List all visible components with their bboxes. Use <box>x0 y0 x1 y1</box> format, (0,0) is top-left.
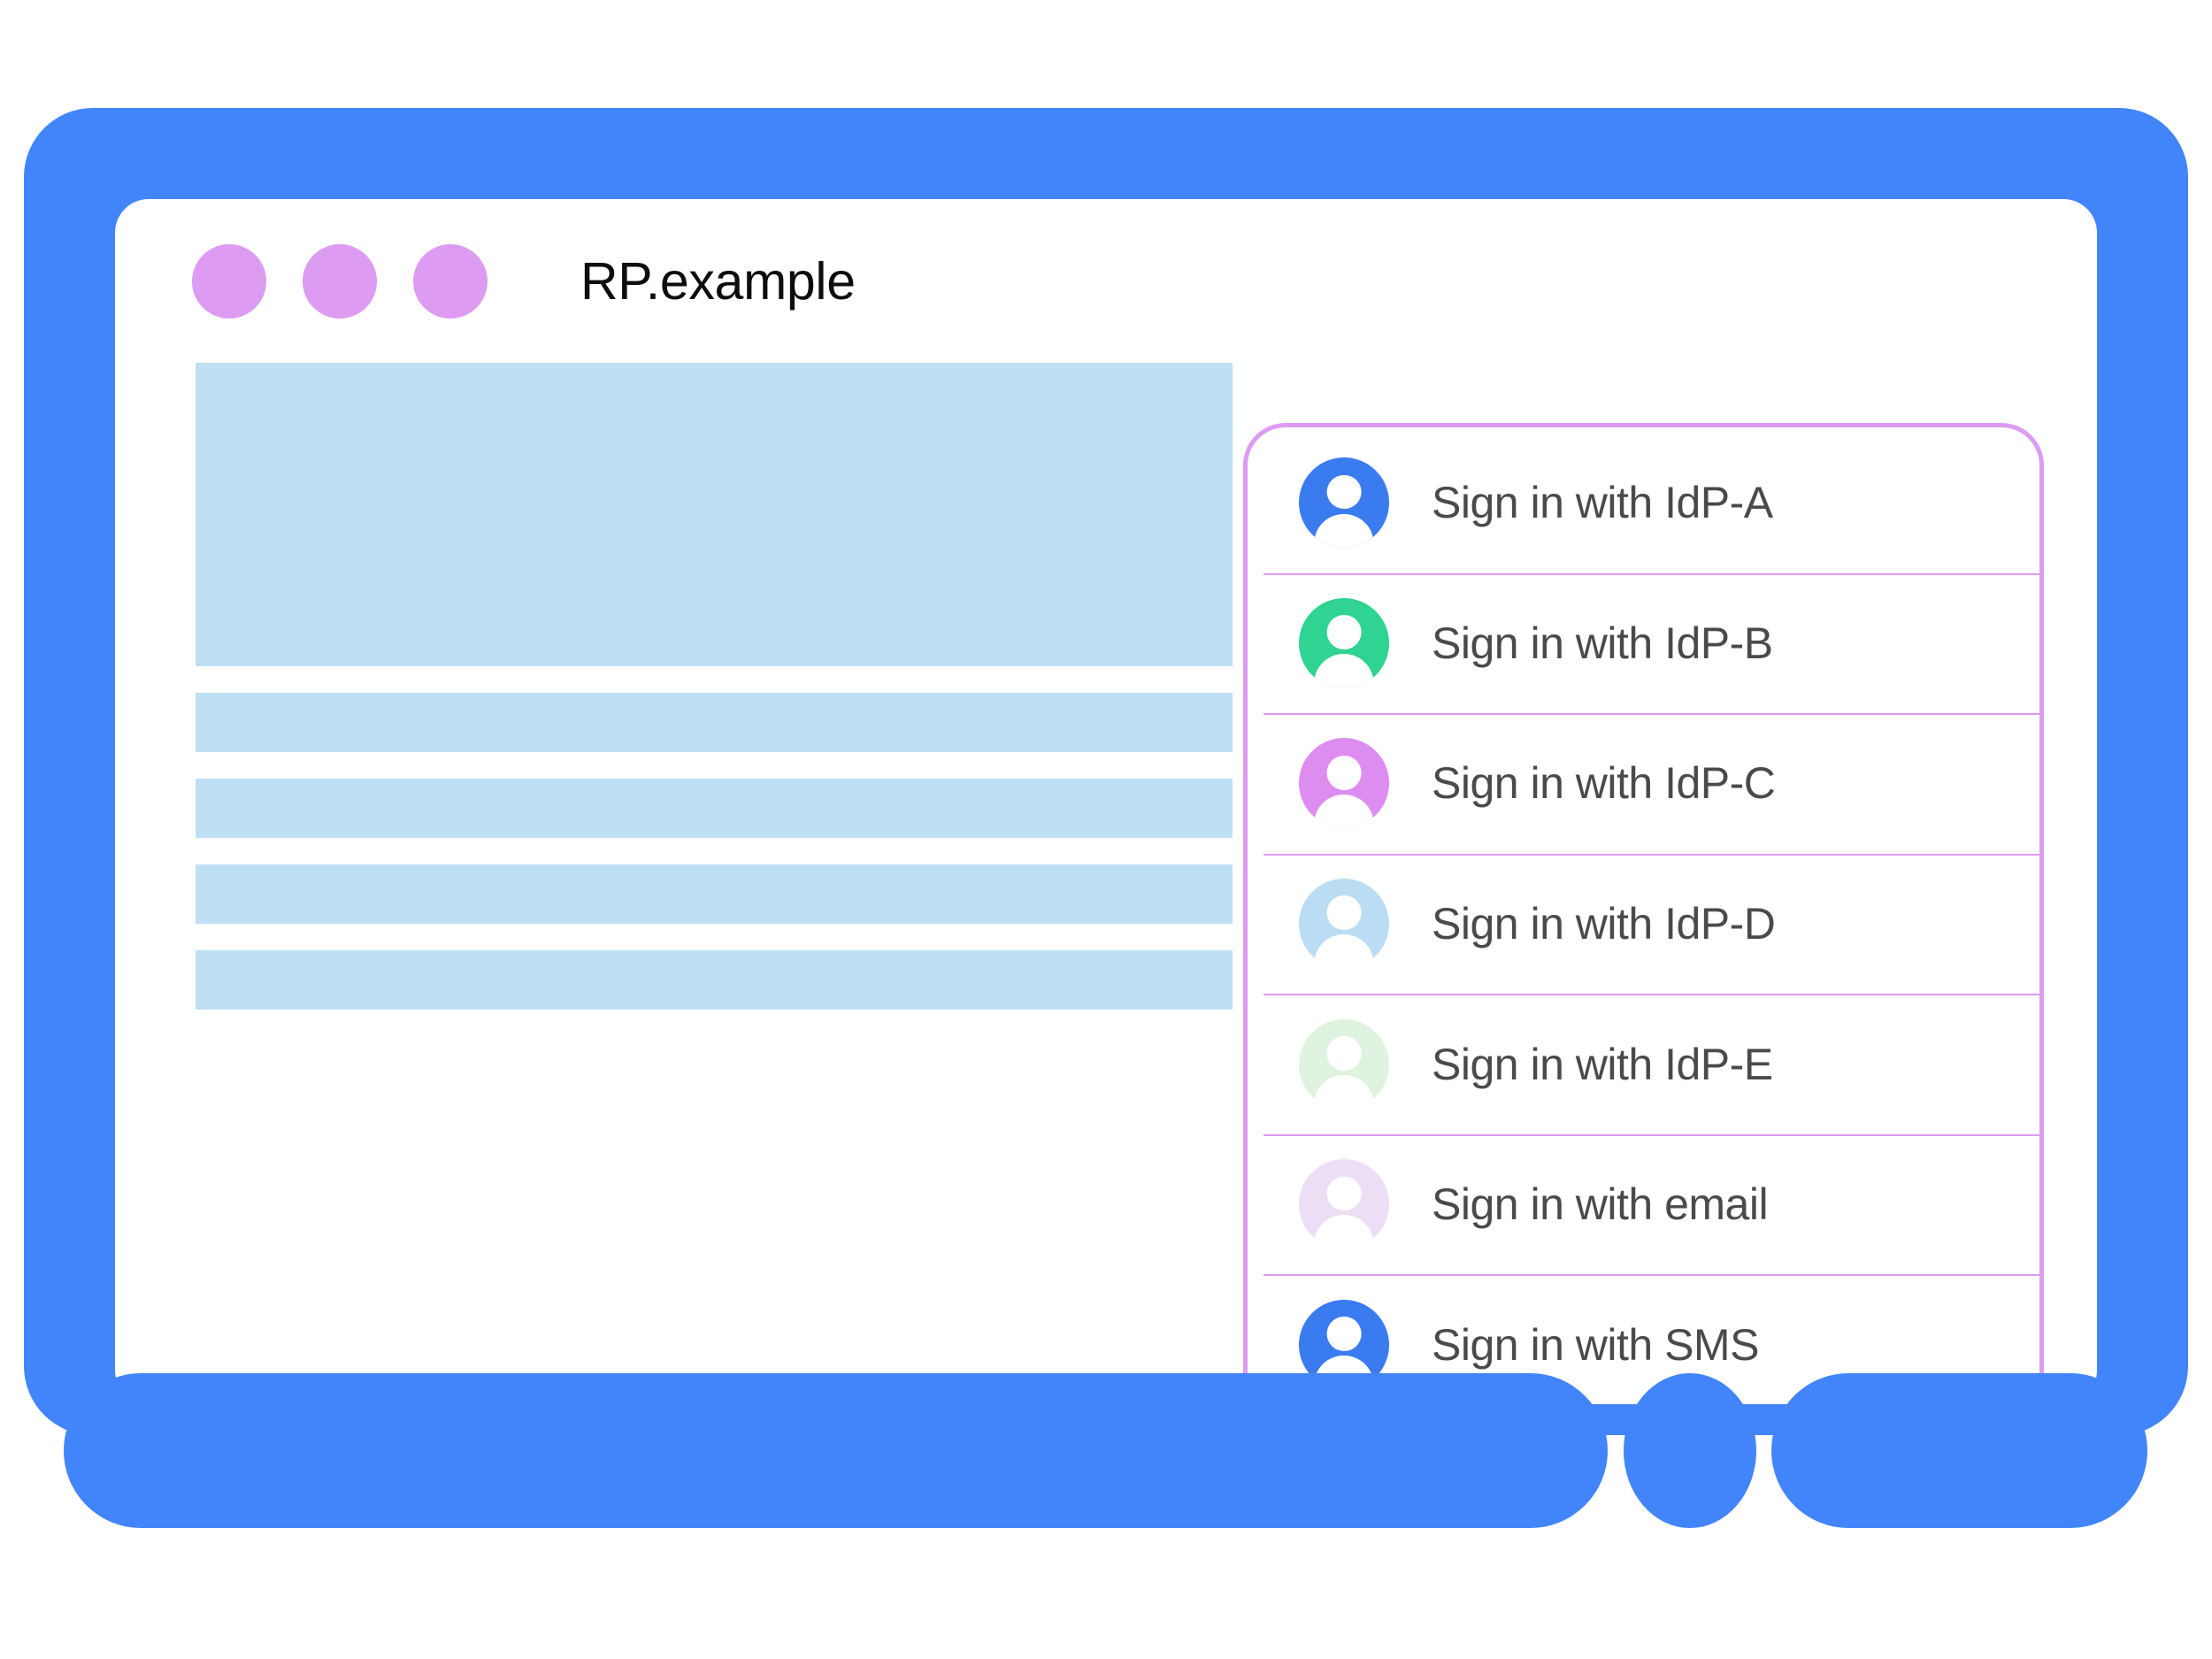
window-dot-3-icon[interactable] <box>413 243 488 319</box>
avatar-body-shape <box>1314 1215 1374 1250</box>
account-row[interactable]: Sign in with IdP-C <box>1248 713 2039 854</box>
page-content-placeholders <box>196 363 1233 1036</box>
home-button[interactable] <box>1624 1373 1756 1528</box>
text-line-placeholder-3 <box>196 864 1233 924</box>
window-dot-1-icon[interactable] <box>192 243 266 319</box>
account-avatar-icon <box>1299 738 1389 829</box>
account-label: Sign in with IdP-D <box>1432 899 1776 949</box>
avatar-head-shape <box>1326 615 1362 649</box>
avatar-body-shape <box>1314 654 1374 688</box>
avatar-body-shape <box>1314 513 1374 549</box>
account-row[interactable]: Sign in with IdP-D <box>1248 853 2039 995</box>
avatar-head-shape <box>1326 1176 1362 1211</box>
account-label: Sign in with IdP-A <box>1432 478 1773 528</box>
account-row[interactable]: Sign in with email <box>1248 1133 2039 1275</box>
account-row[interactable]: Sign in with IdP-E <box>1248 994 2039 1134</box>
account-label: Sign in with IdP-B <box>1432 618 1773 668</box>
text-line-placeholder-2 <box>196 779 1233 838</box>
bezel-bar-left <box>64 1373 1608 1528</box>
account-avatar-icon <box>1299 1159 1389 1250</box>
account-avatar-icon <box>1299 879 1389 970</box>
text-line-placeholder-1 <box>196 693 1233 752</box>
account-avatar-icon <box>1299 1018 1389 1110</box>
account-list: Sign in with IdP-A Sign in with IdP-B Sign… <box>1248 427 2039 1404</box>
page-title: RP.example <box>580 251 856 311</box>
hero-placeholder <box>196 363 1233 666</box>
account-label: Sign in with SMS <box>1432 1319 1759 1370</box>
avatar-head-shape <box>1326 1317 1362 1351</box>
avatar-head-shape <box>1326 1035 1362 1071</box>
window-dot-2-icon[interactable] <box>303 243 377 319</box>
account-label: Sign in with IdP-E <box>1432 1039 1773 1089</box>
account-label: Sign in with email <box>1432 1179 1769 1230</box>
avatar-body-shape <box>1314 934 1374 970</box>
browser-header: RP.example <box>115 199 2097 363</box>
bezel-bar-right <box>1771 1373 2147 1528</box>
window-controls <box>192 243 488 319</box>
text-line-placeholder-4 <box>196 950 1233 1010</box>
account-label: Sign in with IdP-C <box>1432 758 1776 809</box>
avatar-body-shape <box>1314 1074 1374 1110</box>
account-row[interactable]: Sign in with IdP-B <box>1248 572 2039 714</box>
account-chooser-panel: Sign in with IdP-A Sign in with IdP-B Sign… <box>1243 423 2044 1404</box>
avatar-body-shape <box>1314 794 1374 829</box>
avatar-head-shape <box>1326 895 1362 931</box>
account-avatar-icon <box>1299 457 1389 549</box>
avatar-head-shape <box>1326 474 1362 510</box>
avatar-head-shape <box>1326 755 1362 790</box>
account-row[interactable]: Sign in with IdP-A <box>1248 433 2039 573</box>
account-avatar-icon <box>1299 597 1389 688</box>
